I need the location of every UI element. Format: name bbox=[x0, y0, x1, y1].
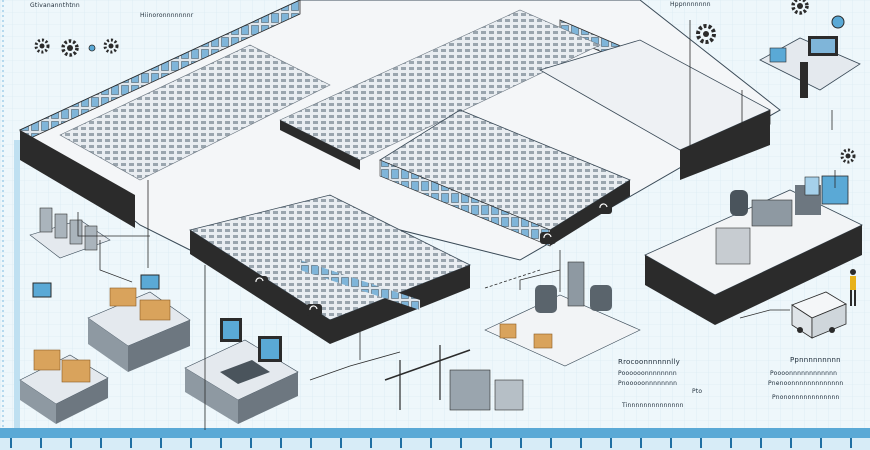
ruler-tick bbox=[670, 438, 672, 448]
label-bottom-right-3: Pnenoonnnnnnnnnnnnn bbox=[768, 380, 844, 387]
ruler-tick bbox=[580, 438, 582, 448]
ruler-tick bbox=[730, 438, 732, 448]
ruler-tick bbox=[760, 438, 762, 448]
status-indicator-icon bbox=[831, 15, 845, 29]
ruler-tick bbox=[340, 438, 342, 448]
cloud-sync-icon bbox=[596, 202, 612, 214]
cloud-sync-icon bbox=[540, 232, 556, 244]
gear-icon bbox=[791, 0, 809, 15]
ruler-tick bbox=[850, 438, 852, 448]
gear-icon bbox=[61, 39, 79, 57]
ruler-tick bbox=[190, 438, 192, 448]
ruler-tick bbox=[490, 438, 492, 448]
ruler-ticks bbox=[10, 438, 852, 448]
monitor-icon bbox=[32, 282, 52, 298]
ruler-tick bbox=[40, 438, 42, 448]
ruler-tick bbox=[790, 438, 792, 448]
person-icon bbox=[850, 269, 856, 306]
label-bottom-center-1: Rrocoonnnnnnlly bbox=[618, 358, 680, 366]
status-indicator-icon bbox=[88, 44, 96, 52]
ruler-tick bbox=[400, 438, 402, 448]
label-top-left: Gtivanannthtnn bbox=[30, 2, 80, 9]
left-border-frame bbox=[2, 0, 20, 450]
label-bottom-center-2: Poooooonnnnnnnn bbox=[618, 370, 677, 377]
ruler-tick bbox=[370, 438, 372, 448]
ruler-tick bbox=[610, 438, 612, 448]
pipework-assembly bbox=[384, 345, 524, 411]
label-bottom-right-1: Ppnnnnnnnnn bbox=[790, 356, 841, 364]
main-factory-building bbox=[19, 0, 781, 344]
label-top-center: Hiinoronnnnnnnr bbox=[140, 12, 194, 19]
label-bottom-center-5: Pto bbox=[692, 388, 703, 395]
ruler-tick bbox=[520, 438, 522, 448]
ruler-tick bbox=[550, 438, 552, 448]
shipping-boxes-left bbox=[19, 349, 109, 424]
truck-icon bbox=[791, 291, 847, 339]
bottom-ruler bbox=[0, 428, 870, 450]
ruler-tick bbox=[10, 438, 12, 448]
connector-lines bbox=[77, 20, 836, 430]
monitor-icon bbox=[140, 274, 160, 290]
cloud-sync-icon bbox=[306, 304, 322, 316]
label-bottom-right-2: Poooonnnnnnnnnnnn bbox=[770, 370, 838, 377]
ruler-tick bbox=[100, 438, 102, 448]
machine-platform bbox=[644, 175, 863, 325]
gear-icon bbox=[840, 148, 856, 164]
cloud-sync-icon bbox=[252, 276, 268, 288]
operator-workstation bbox=[184, 318, 299, 424]
ruler-tick bbox=[70, 438, 72, 448]
gear-icon bbox=[103, 38, 119, 54]
ruler-tick bbox=[820, 438, 822, 448]
ruler-tick bbox=[220, 438, 222, 448]
bottom-machinery bbox=[384, 261, 641, 411]
ruler-tick bbox=[280, 438, 282, 448]
gear-icon bbox=[696, 24, 716, 44]
ruler-tick bbox=[160, 438, 162, 448]
ruler-tick bbox=[460, 438, 462, 448]
ruler-tick bbox=[640, 438, 642, 448]
label-bottom-center-3: Pnooooonnnnnnnn bbox=[618, 380, 678, 387]
ruler-tick bbox=[700, 438, 702, 448]
label-bottom-center-4: Tinnnnnnnnnnnnnn bbox=[622, 402, 684, 409]
ruler-tick bbox=[130, 438, 132, 448]
server-racks-left bbox=[29, 207, 111, 259]
ruler-tick bbox=[310, 438, 312, 448]
ruler-tick bbox=[250, 438, 252, 448]
packing-station-left bbox=[87, 287, 191, 372]
label-top-right: Hppnnnnnnn bbox=[670, 1, 711, 8]
ruler-tick bbox=[430, 438, 432, 448]
gear-icon bbox=[34, 38, 50, 54]
label-bottom-right-4: Pnononnnnnnnnnnnn bbox=[772, 394, 840, 401]
control-desk-topright bbox=[759, 36, 861, 98]
